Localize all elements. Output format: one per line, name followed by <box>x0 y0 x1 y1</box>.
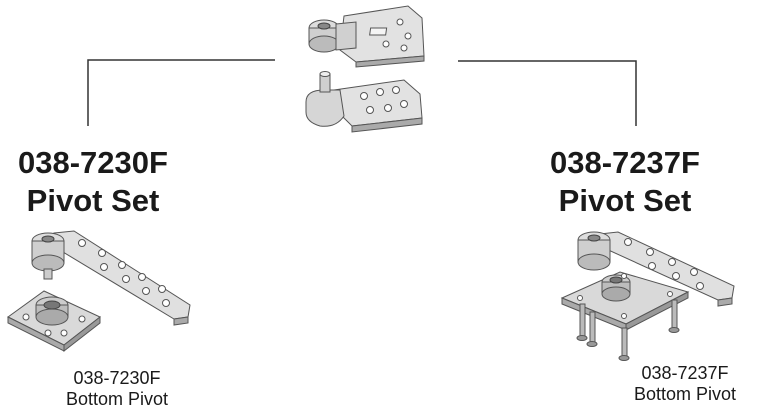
left-caption-label: Bottom Pivot <box>65 389 169 409</box>
right-caption-part-number: 038-7237F <box>641 363 729 383</box>
right-title-label: Pivot Set <box>558 183 692 218</box>
right-pivot-set-illustration <box>560 231 735 361</box>
pivot-set-center-illustration <box>305 5 425 133</box>
left-caption-part-number: 038-7230F <box>73 368 161 388</box>
left-pivot-set-illustration <box>7 230 191 353</box>
left-title-label: Pivot Set <box>26 183 160 218</box>
right-caption-label: Bottom Pivot <box>633 384 737 404</box>
left-title-part-number: 038-7230F <box>18 145 168 180</box>
left-pivot-set-title: 038-7230F Pivot Set <box>8 144 178 220</box>
right-pivot-set-title: 038-7237F Pivot Set <box>540 144 710 220</box>
left-bottom-pivot-caption: 038-7230F Bottom Pivot <box>42 368 192 410</box>
right-title-part-number: 038-7237F <box>550 145 700 180</box>
right-bottom-pivot-caption: 038-7237F Bottom Pivot <box>610 363 760 405</box>
